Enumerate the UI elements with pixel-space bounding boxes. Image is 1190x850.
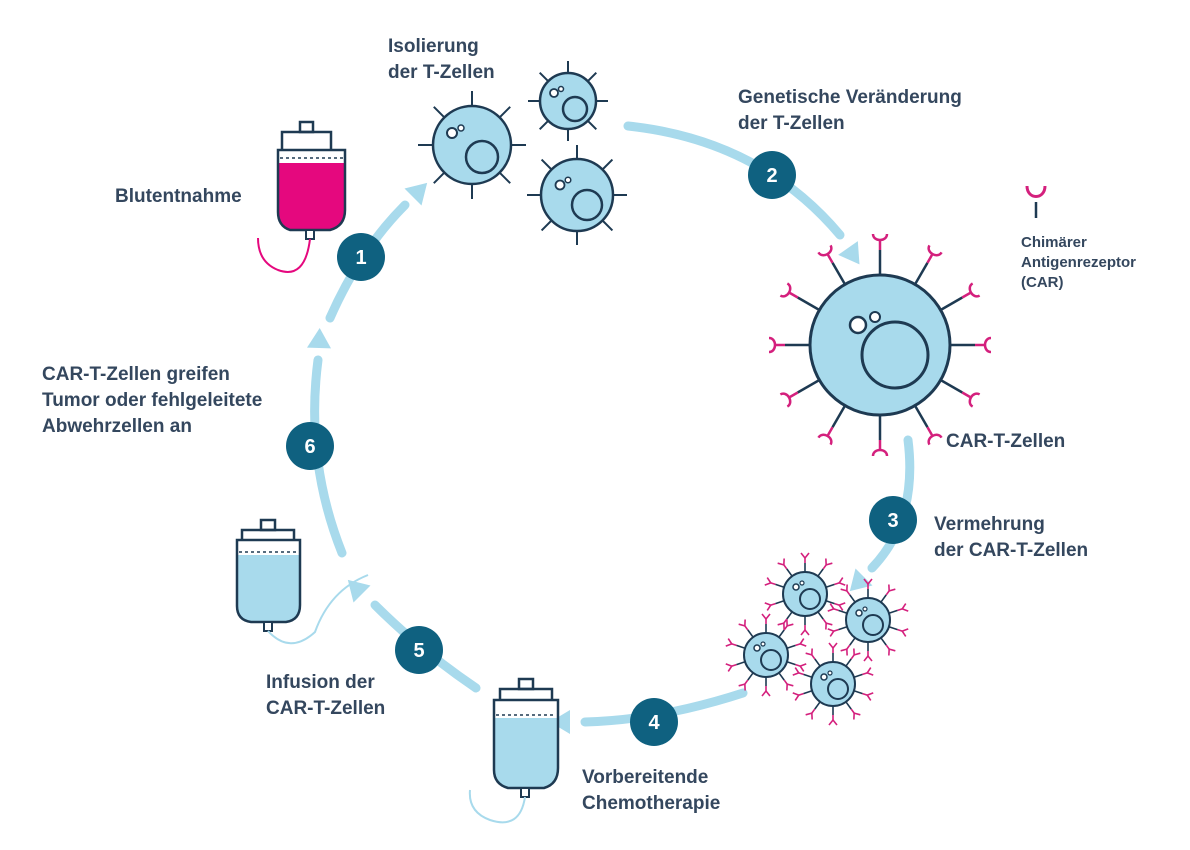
label-line: der T-Zellen xyxy=(738,113,845,134)
label-line: Infusion der xyxy=(266,672,375,693)
step-badge-5: 5 xyxy=(395,626,443,674)
label-step-1: Blutentnahme xyxy=(115,184,242,210)
label-line: CAR-T-Zellen xyxy=(266,698,386,719)
label-line: (CAR) xyxy=(1021,274,1064,291)
step-number: 4 xyxy=(648,712,660,734)
infusion-bag-icon xyxy=(235,518,369,645)
step-badge-4: 4 xyxy=(630,698,678,746)
t-cell-large xyxy=(418,91,526,199)
label-line: Blutentnahme xyxy=(115,186,242,207)
arrowhead-icon xyxy=(838,241,870,272)
step-number: 5 xyxy=(413,640,424,662)
label-step-4: Vorbereitende Chemotherapie xyxy=(582,765,720,817)
step-number: 3 xyxy=(887,510,898,532)
car-t-cell-small xyxy=(724,613,808,697)
step-badge-6: 6 xyxy=(286,422,334,470)
step-badge-3: 3 xyxy=(869,496,917,544)
label-step-2: Genetische Veränderung der T-Zellen xyxy=(738,85,962,137)
label-line: der T-Zellen xyxy=(388,62,495,83)
arrow-isolation-to-modification xyxy=(623,121,845,240)
t-cell-medium xyxy=(527,145,627,245)
car-t-cell-large xyxy=(767,232,993,458)
label-line: Antigenrezeptor xyxy=(1021,254,1137,271)
expanded-car-t-cells xyxy=(724,552,910,726)
arrowhead-icon xyxy=(404,174,436,206)
step-badge-1: 1 xyxy=(337,233,385,281)
label-line: CAR-T-Zellen greifen xyxy=(42,364,230,385)
car-t-cell-small xyxy=(826,578,910,662)
t-cell-small xyxy=(528,61,608,141)
label-step-5: Infusion der CAR-T-Zellen xyxy=(266,670,385,722)
step-number: 1 xyxy=(355,247,366,269)
label-line: Genetische Veränderung xyxy=(738,87,962,108)
arrowhead-icon xyxy=(307,327,332,349)
label-line: CAR-T-Zellen xyxy=(946,431,1066,452)
label-line: Chemotherapie xyxy=(582,793,721,814)
step-number: 2 xyxy=(766,165,777,187)
label-car-t-cells: CAR-T-Zellen xyxy=(946,429,1065,455)
legend-car-label: Chimärer Antigenrezeptor (CAR) xyxy=(1021,233,1136,293)
car-t-cell-small xyxy=(763,552,847,636)
label-line: Isolierung xyxy=(388,36,479,57)
label-line: Tumor oder fehlgeleitete xyxy=(42,390,263,411)
label-line: Vorbereitende xyxy=(582,767,709,788)
step-badge-2: 2 xyxy=(748,151,796,199)
blood-bag-icon xyxy=(257,120,347,273)
car-receptor-icon xyxy=(1025,185,1047,218)
step-number: 6 xyxy=(304,436,315,458)
label-isolation: Isolierung der T-Zellen xyxy=(388,34,495,86)
label-line: Vermehrung xyxy=(934,514,1045,535)
label-line: der CAR-T-Zellen xyxy=(934,540,1089,561)
car-t-cell-small xyxy=(791,642,875,726)
label-line: Chimärer xyxy=(1021,234,1087,251)
label-step-3: Vermehrung der CAR-T-Zellen xyxy=(934,512,1088,564)
label-step-6: CAR-T-Zellen greifen Tumor oder fehlgele… xyxy=(42,362,262,440)
chemotherapy-bag-icon xyxy=(468,677,560,824)
label-line: Abwehrzellen an xyxy=(42,416,192,437)
